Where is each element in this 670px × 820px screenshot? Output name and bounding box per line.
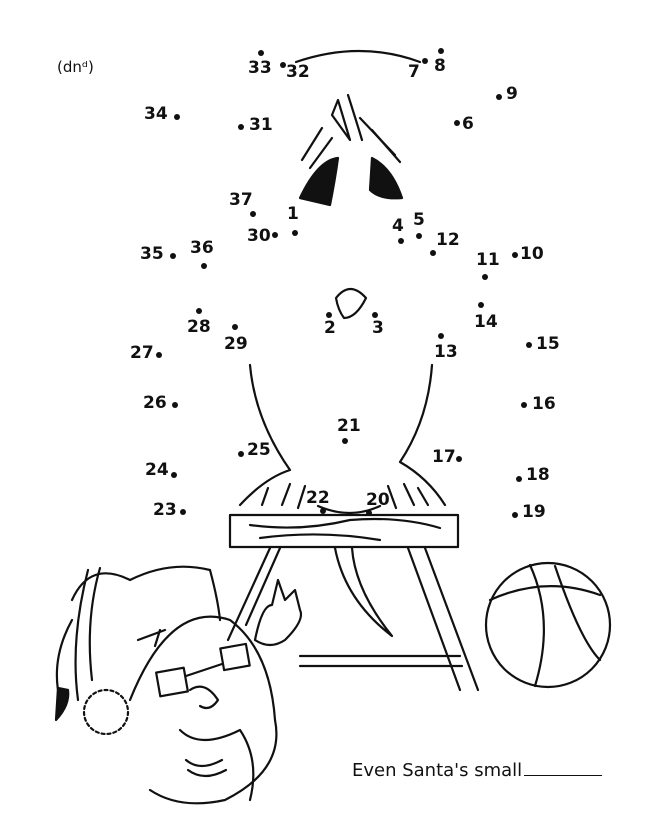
dot[interactable]: [238, 124, 244, 130]
point-label: 21: [337, 416, 361, 436]
point-label: 9: [506, 84, 518, 104]
point-label: 2: [324, 318, 336, 338]
answer-blank[interactable]: [524, 775, 603, 776]
point-label: 19: [522, 502, 546, 522]
dot[interactable]: [180, 509, 186, 515]
dot[interactable]: [292, 230, 298, 236]
point-label: 16: [532, 394, 556, 414]
dot[interactable]: [170, 253, 176, 259]
point-label: 32: [286, 62, 310, 82]
dot[interactable]: [512, 512, 518, 518]
point-label: 20: [366, 490, 390, 510]
point-label: 18: [526, 465, 550, 485]
walrus-outline-icon: [238, 49, 447, 515]
dot[interactable]: [201, 263, 207, 269]
point-label: 35: [140, 244, 164, 264]
beach-ball-icon: [484, 561, 612, 689]
dot[interactable]: [326, 312, 332, 318]
point-label: 31: [249, 115, 273, 135]
dot[interactable]: [438, 333, 444, 339]
elf-figure-icon: [54, 565, 303, 805]
point-label: 3: [372, 318, 384, 338]
point-label: 1: [287, 204, 299, 224]
dot[interactable]: [416, 233, 422, 239]
dot[interactable]: [238, 451, 244, 457]
point-label: 25: [247, 440, 271, 460]
point-label: 29: [224, 334, 248, 354]
point-label: 36: [190, 238, 214, 258]
point-label: 17: [432, 447, 456, 467]
point-label: 26: [143, 393, 167, 413]
dot[interactable]: [258, 50, 264, 56]
dot[interactable]: [250, 211, 256, 217]
dot[interactable]: [422, 58, 428, 64]
dot[interactable]: [272, 232, 278, 238]
point-label: 28: [187, 317, 211, 337]
point-label: 33: [248, 58, 272, 78]
dot[interactable]: [526, 342, 532, 348]
dot[interactable]: [196, 308, 202, 314]
point-label: 13: [434, 342, 458, 362]
point-label: 23: [153, 500, 177, 520]
point-label: 11: [476, 250, 500, 270]
dot[interactable]: [171, 472, 177, 478]
point-label: 14: [474, 312, 498, 332]
point-label: 4: [392, 216, 404, 236]
bench-icon: [226, 513, 480, 692]
point-label: 12: [436, 230, 460, 250]
dot[interactable]: [454, 120, 460, 126]
dot[interactable]: [456, 456, 462, 462]
dot[interactable]: [172, 402, 178, 408]
point-label: 30: [247, 226, 271, 246]
dot[interactable]: [496, 94, 502, 100]
dot[interactable]: [482, 274, 488, 280]
dot[interactable]: [342, 438, 348, 444]
dot[interactable]: [366, 510, 372, 516]
dot[interactable]: [280, 62, 286, 68]
dot[interactable]: [320, 508, 326, 514]
point-label: 8: [434, 56, 446, 76]
point-label: 22: [306, 488, 330, 508]
point-label: 7: [408, 62, 420, 82]
dot[interactable]: [232, 324, 238, 330]
dot[interactable]: [156, 352, 162, 358]
point-label: 15: [536, 334, 560, 354]
caption-text: Even Santa's small: [352, 760, 523, 781]
dot[interactable]: [174, 114, 180, 120]
point-label: 27: [130, 343, 154, 363]
point-label: 6: [462, 114, 474, 134]
point-label: 37: [229, 190, 253, 210]
dot[interactable]: [430, 250, 436, 256]
caption: Even Santa's small: [352, 760, 603, 781]
corner-label: (dnᵈ): [57, 58, 94, 76]
point-label: 34: [144, 104, 168, 124]
dot[interactable]: [516, 476, 522, 482]
dot[interactable]: [521, 402, 527, 408]
dot[interactable]: [438, 48, 444, 54]
dot[interactable]: [372, 312, 378, 318]
point-label: 24: [145, 460, 169, 480]
dot[interactable]: [478, 302, 484, 308]
dot[interactable]: [512, 252, 518, 258]
dot[interactable]: [398, 238, 404, 244]
point-label: 5: [413, 210, 425, 230]
point-label: 10: [520, 244, 544, 264]
